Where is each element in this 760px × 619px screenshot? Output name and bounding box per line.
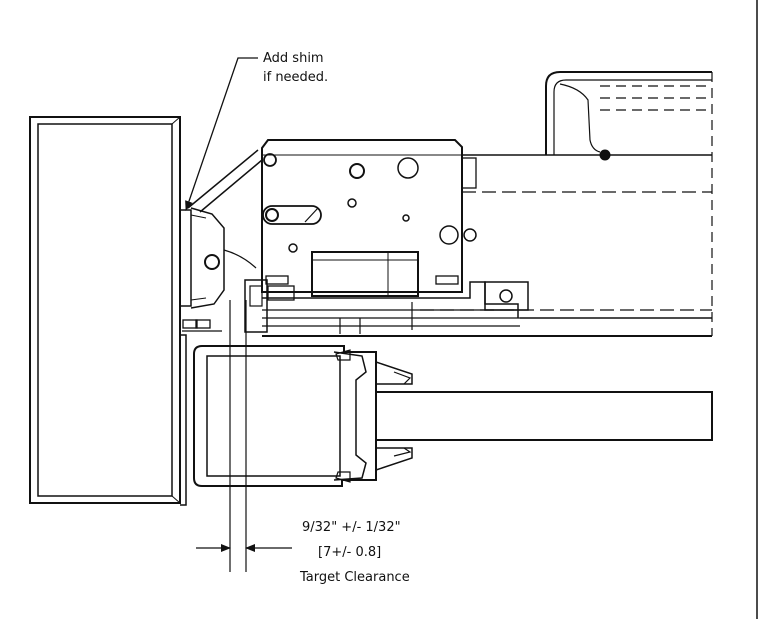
shim-bracket <box>179 207 225 332</box>
clearance-dimension <box>196 300 292 572</box>
glass-panel <box>375 391 713 441</box>
callout-line-2: if needed. <box>263 70 328 85</box>
door-panel <box>29 116 187 506</box>
lock-body <box>261 139 477 297</box>
mounting-plate <box>244 279 529 334</box>
upper-component <box>545 71 712 161</box>
dimension-metric: [7+/- 0.8] <box>318 545 381 560</box>
housing <box>262 72 713 337</box>
callout-line-1: Add shim <box>263 51 324 66</box>
linkage-arm <box>187 149 263 269</box>
frame-extrusion <box>193 345 413 487</box>
callout-leader <box>185 57 258 211</box>
dimension-imperial: 9/32" +/- 1/32" <box>302 520 401 535</box>
dimension-caption: Target Clearance <box>299 570 410 585</box>
